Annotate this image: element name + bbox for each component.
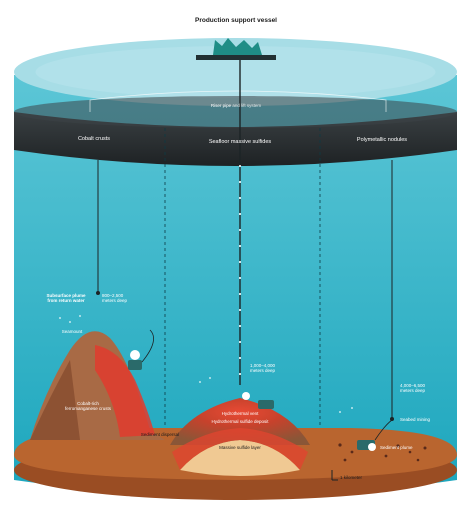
sulfide-depth-value: 1,000–4,000 (250, 363, 276, 368)
sulfide-core-label: Massive sulfide layer (219, 445, 261, 450)
cobalt-depth-value: 800–2,500 (102, 293, 124, 298)
sulfide-core (180, 440, 300, 476)
cobalt-small-label: Seamount (61, 329, 83, 334)
band-title-cobalt: Cobalt crusts (77, 136, 111, 142)
support-vessel (196, 38, 276, 60)
nodule-plume-label: Sediment plume (380, 445, 413, 450)
sulfide-deposit-label: Hydrothermal sulfide deposit (211, 419, 269, 424)
nodule-field (338, 443, 427, 462)
sulfide-depth-unit: meters deep (250, 367, 276, 373)
cobalt-line-end (96, 291, 100, 295)
cobalt-plume-title: Subsurface plume (46, 293, 86, 298)
cobalt-sediment-label: Sediment dispersal (140, 432, 180, 437)
band-top-rim (14, 96, 457, 128)
sulfide-core-rim (172, 428, 308, 470)
cobalt-collector (128, 350, 142, 370)
sulfide-chimney-label: Hydrothermal vent (221, 411, 259, 416)
riser-label-small: and lift system (232, 103, 262, 108)
seamount-crust (95, 345, 155, 437)
band-title-nodules: Polymetallic nodules (356, 137, 408, 143)
water-surface-inner (35, 46, 436, 98)
seamount-shadow (30, 360, 80, 440)
vessel-label: Production support vessel (195, 17, 277, 24)
nodule-hose (374, 419, 393, 441)
nodule-depth-unit: meters deep (400, 387, 426, 393)
cobalt-hose (141, 329, 154, 363)
nodule-machine-label: Seabed mining (400, 417, 431, 422)
cobalt-crust-label: Cobalt-rich ferromanganese crusts (64, 401, 112, 411)
sulfide-depth: 1,000–4,000 meters deep (250, 363, 294, 373)
sulfide-mound (170, 398, 310, 445)
plume-dots (59, 315, 353, 413)
cobalt-depth: 800–2,500 meters deep (102, 293, 142, 303)
sulfide-cutter (242, 392, 274, 409)
cobalt-plume: Subsurface plume from return water (38, 293, 94, 303)
cobalt-depth-unit: meters deep (102, 297, 128, 303)
bracket-line (89, 90, 387, 112)
riser-label: Riser pipe and lift system (180, 103, 292, 109)
nodule-depth-value: 4,000–6,500 (400, 383, 426, 388)
band-title-sulfides: Seafloor massive sulfides (208, 139, 272, 145)
nodule-collector (357, 440, 376, 451)
nodule-line-end (390, 417, 394, 421)
scale-label: 1 kilometer (340, 475, 363, 480)
cobalt-plume-sub: from return water (47, 297, 85, 303)
riser-label-main: Riser pipe (210, 103, 232, 108)
nodule-depth: 4,000–6,500 meters deep (400, 383, 444, 393)
